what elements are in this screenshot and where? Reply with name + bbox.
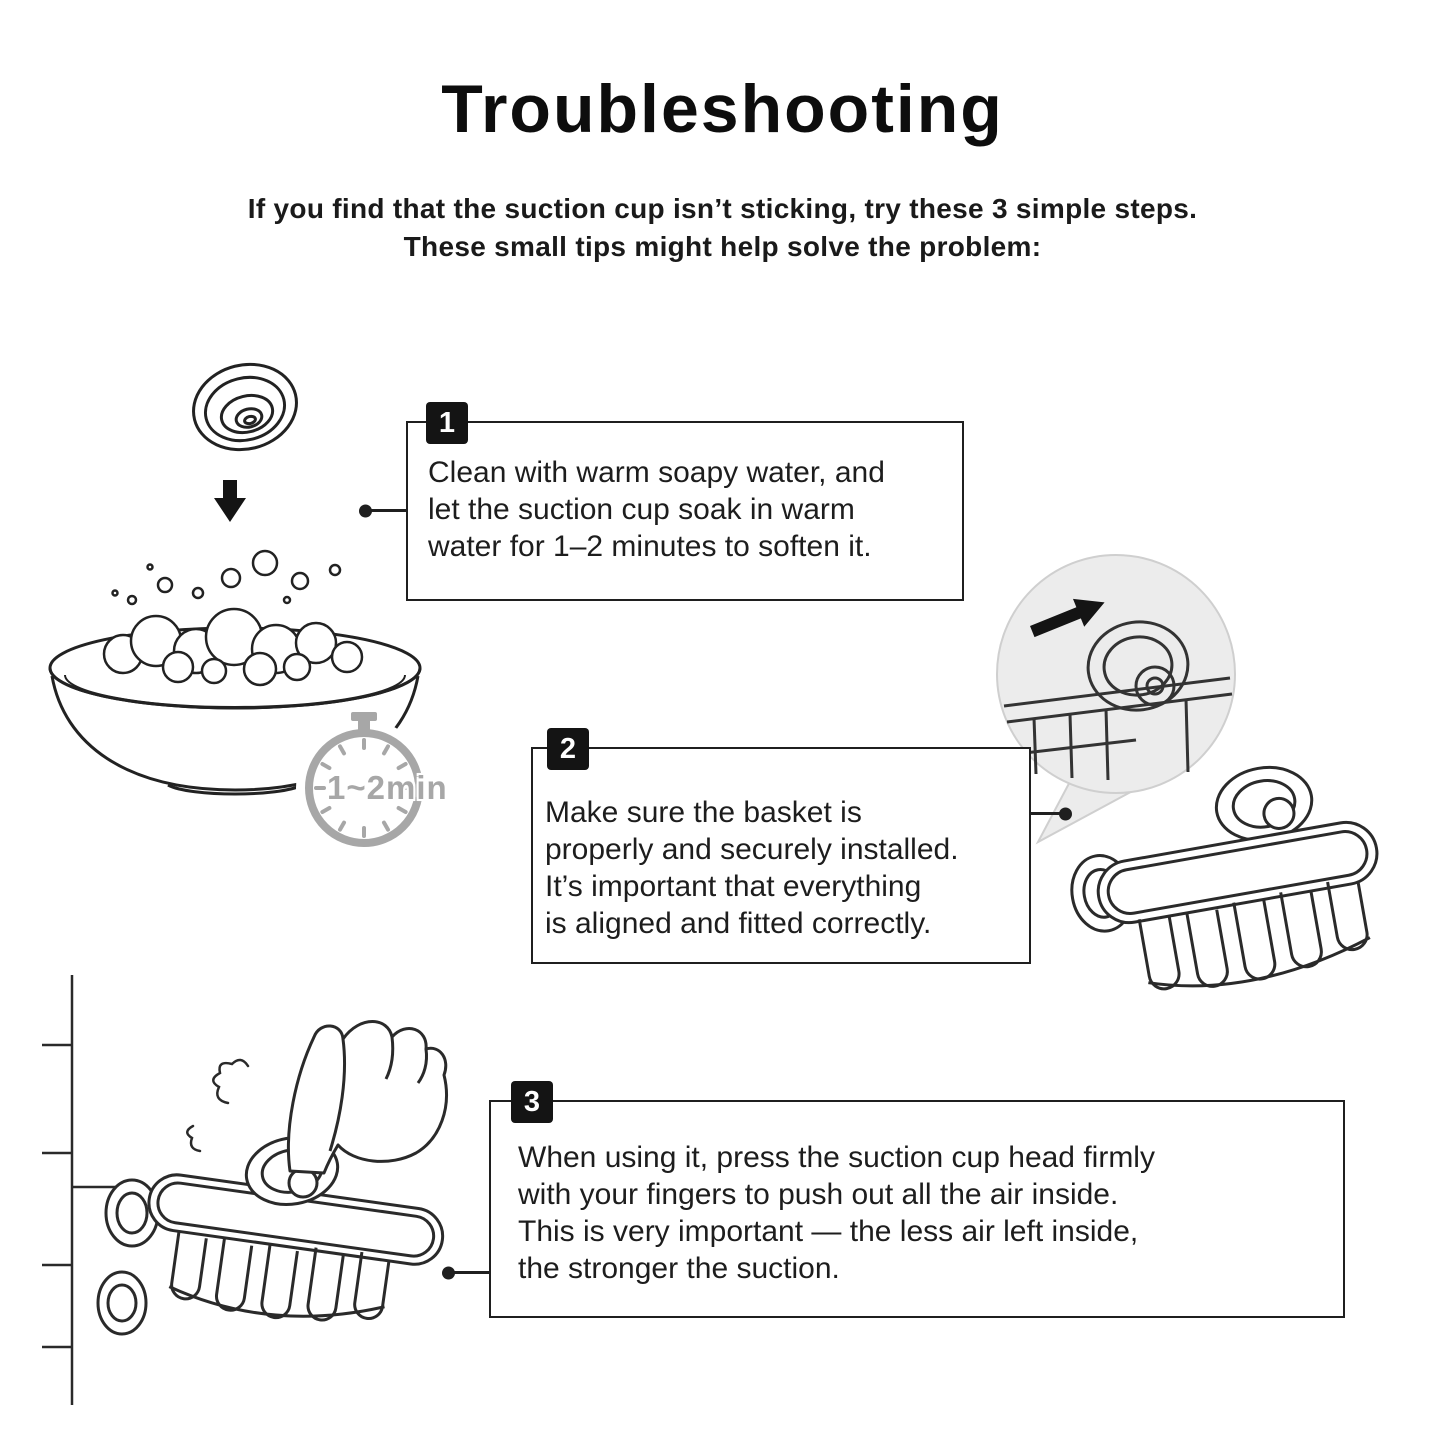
step-2-connector-line bbox=[1029, 807, 1072, 820]
basket-wires bbox=[1137, 880, 1371, 991]
basket-illustration bbox=[1070, 765, 1379, 991]
basket bbox=[147, 1173, 445, 1322]
soapy-water-bowl-illustration bbox=[48, 549, 422, 796]
zoom-callout-illustration bbox=[996, 554, 1236, 845]
timer-icon bbox=[296, 712, 432, 856]
step-3-connector-line bbox=[442, 1266, 489, 1279]
step-2-box: 2 Make sure the basket is properly and s… bbox=[531, 728, 1031, 964]
press-suction-cup-illustration bbox=[42, 975, 448, 1405]
air-puffs bbox=[186, 1058, 250, 1153]
down-arrow-icon bbox=[214, 480, 246, 522]
back-suction-cup bbox=[1214, 765, 1314, 842]
timer-label: 1~2min bbox=[327, 769, 448, 806]
suction-cup-closeup bbox=[1003, 620, 1233, 781]
step-1-connector-line bbox=[359, 504, 406, 517]
intro-text: If you find that the suction cup isn’t s… bbox=[247, 193, 1198, 262]
step-3-box: 3 When using it, press the suction cup h… bbox=[489, 1081, 1345, 1318]
suction-cup-icon bbox=[192, 362, 298, 452]
callout-circle bbox=[996, 554, 1236, 794]
suction-cup-drop-illustration bbox=[192, 362, 298, 522]
step-2-connector-dot bbox=[1059, 807, 1072, 820]
bowl-front-rim-inner bbox=[64, 674, 406, 708]
hand bbox=[286, 1020, 448, 1175]
wall-tiles bbox=[42, 975, 126, 1405]
bowl-foot bbox=[167, 783, 303, 796]
step-3-text: When using it, press the suction cup hea… bbox=[518, 1141, 1155, 1285]
step-2-number-badge: 2 bbox=[547, 728, 589, 770]
step-1-connector-dot bbox=[359, 504, 372, 517]
step-1-text: Clean with warm soapy water, and let the… bbox=[428, 456, 885, 563]
step-2-text: Make sure the basket is properly and sec… bbox=[545, 796, 959, 940]
step-3-number-badge: 3 bbox=[511, 1081, 553, 1123]
foam bbox=[102, 607, 364, 687]
step-3-connector-dot bbox=[442, 1266, 455, 1279]
page-title: Troubleshooting bbox=[441, 71, 1004, 147]
direction-arrow-icon bbox=[1030, 598, 1105, 638]
basket-rim bbox=[1096, 820, 1379, 925]
step-1-number-badge: 1 bbox=[426, 402, 468, 444]
soap-bubbles bbox=[111, 549, 342, 606]
step-1-box: 1 Clean with warm soapy water, and let t… bbox=[406, 402, 964, 601]
timer-body bbox=[305, 712, 423, 847]
wall-suction-cups bbox=[96, 1178, 160, 1336]
